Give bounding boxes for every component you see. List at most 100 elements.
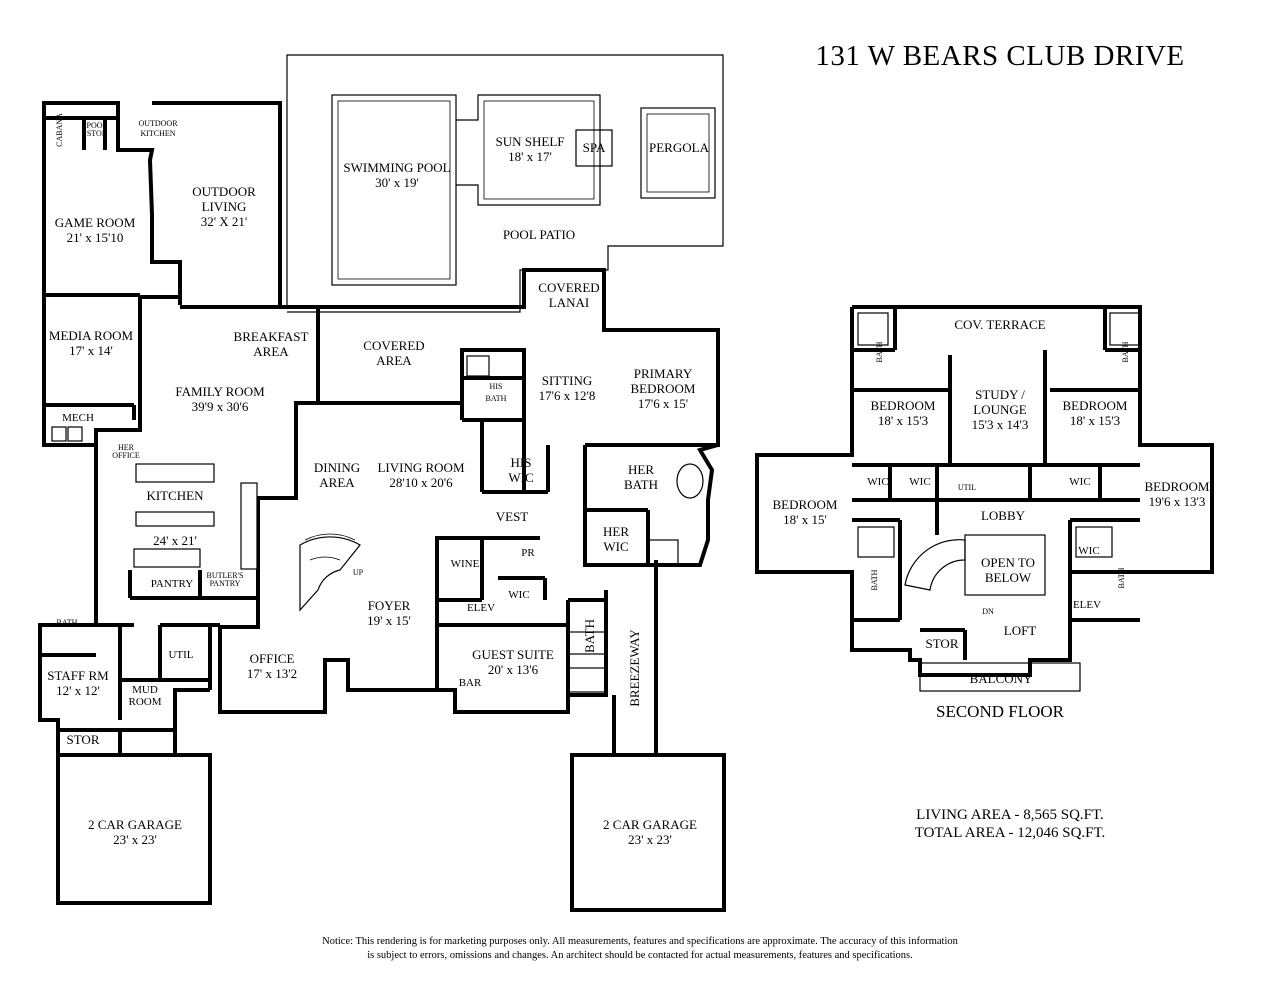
label-covered-area-1: COVERED <box>363 338 424 353</box>
label-guest-suite: GUEST SUITE <box>472 647 554 662</box>
label-covered-lanai-2: LANAI <box>549 295 589 310</box>
label-breakfast-1: BREAKFAST <box>234 329 309 344</box>
label-staff-bath: BATH <box>57 618 78 627</box>
label-game-room-size: 21' x 15'10 <box>67 230 124 245</box>
label-bar: BAR <box>459 677 482 689</box>
label-outdoor-kitchen-1: OUTDOOR <box>138 119 178 128</box>
balcony <box>919 662 1081 692</box>
label-bath-lower-right: BATH <box>1117 567 1126 588</box>
label-mech: MECH <box>62 412 94 424</box>
label-elev: ELEV <box>467 602 495 614</box>
label-pool-stor-1: POOL <box>87 121 108 130</box>
label-open-to-below-1: OPEN TO <box>981 555 1035 570</box>
label-garage-left: 2 CAR GARAGE <box>88 817 182 832</box>
pool-patio-outline <box>286 54 724 313</box>
label-dining-area-2: AREA <box>319 475 355 490</box>
label-sun-shelf-size: 18' x 17' <box>508 149 552 164</box>
label-office: OFFICE <box>250 651 295 666</box>
label-breakfast-2: AREA <box>253 344 289 359</box>
label-foyer: FOYER <box>368 598 411 613</box>
label-bath-right: BATH <box>1121 341 1130 362</box>
sun-shelf <box>456 94 601 206</box>
label-bedroom-1-size: 18' x 15'3 <box>878 413 928 428</box>
label-family-room-size: 39'9 x 30'6 <box>192 399 249 414</box>
label-game-room: GAME ROOM <box>55 215 136 230</box>
label-bedroom-4: BEDROOM <box>1144 479 1209 494</box>
label-util-2f: UTIL <box>958 483 976 492</box>
label-outdoor-kitchen-2: KITCHEN <box>140 129 175 138</box>
label-outdoor-living-1: OUTDOOR <box>192 184 256 199</box>
spiral-staircase <box>299 536 361 612</box>
label-loft: LOFT <box>1004 623 1037 638</box>
label-breezeway: BREEZEWAY <box>627 629 642 707</box>
disclaimer-notice: Notice: This rendering is for marketing … <box>200 935 1080 963</box>
breezeway-wall <box>435 536 608 714</box>
second-floor-caption: SECOND FLOOR <box>936 702 1064 721</box>
label-his-bath-2: BATH <box>486 394 507 403</box>
open-to-below <box>964 534 1046 596</box>
label-bedroom-2-size: 18' x 15'3 <box>1070 413 1120 428</box>
label-primary-bedroom-size: 17'6 x 15' <box>638 396 688 411</box>
label-his-wic-2: WIC <box>508 470 533 485</box>
label-kitchen-size: 24' x 21' <box>153 533 197 548</box>
label-her-wic-1: HER <box>603 524 629 539</box>
label-study-2: LOUNGE <box>973 402 1026 417</box>
label-wic-d: WIC <box>1078 545 1099 557</box>
label-family-room: FAMILY ROOM <box>175 384 265 399</box>
spa <box>575 129 613 167</box>
label-butlers-pantry-2: PANTRY <box>210 579 241 588</box>
label-pr: PR <box>521 547 535 559</box>
covered-area-wall <box>318 268 720 447</box>
label-office-size: 17' x 13'2 <box>247 666 297 681</box>
label-bedroom-3-size: 18' x 15' <box>783 512 827 527</box>
second-floor-spiral-stair <box>904 539 966 591</box>
label-outdoor-living-2: LIVING <box>202 199 247 214</box>
label-living-room: LIVING ROOM <box>377 460 464 475</box>
label-swimming-pool-size: 30' x 19' <box>375 175 419 190</box>
label-stair-up: UP <box>353 568 364 577</box>
label-mud-room-2: ROOM <box>128 696 161 708</box>
label-balcony: BALCONY <box>970 671 1033 686</box>
label-bedroom-3: BEDROOM <box>772 497 837 512</box>
label-pool-stor-2: STOR <box>87 129 108 138</box>
label-foyer-size: 19' x 15' <box>367 613 411 628</box>
area-summary: LIVING AREA - 8,565 SQ.FT. TOTAL AREA - … <box>880 806 1140 842</box>
label-stor-2f: STOR <box>926 636 959 651</box>
label-bedroom-4-size: 19'6 x 13'3 <box>1149 494 1206 509</box>
left-garage <box>56 753 212 905</box>
label-outdoor-living-size: 32' X 21' <box>201 214 248 229</box>
first-floor-exterior-wall-west <box>42 101 182 447</box>
label-covered-lanai-1: COVERED <box>538 280 599 295</box>
label-pantry: PANTRY <box>151 578 193 590</box>
label-guest-suite-size: 20' x 13'6 <box>488 662 539 677</box>
label-dn: DN <box>982 607 994 616</box>
label-bedroom-1: BEDROOM <box>870 398 935 413</box>
swimming-pool <box>331 94 457 286</box>
label-wine: WINE <box>451 558 480 570</box>
label-garage-right-size: 23' x 23' <box>628 832 672 847</box>
label-sun-shelf: SUN SHELF <box>496 134 565 149</box>
label-garage-right: 2 CAR GARAGE <box>603 817 697 832</box>
label-sitting: SITTING <box>542 373 593 388</box>
label-pool-patio: POOL PATIO <box>503 227 575 242</box>
label-study-size: 15'3 x 14'3 <box>972 417 1029 432</box>
label-primary-bedroom-2: BEDROOM <box>630 381 695 396</box>
label-her-office-2: OFFICE <box>112 451 140 460</box>
label-bath-lower-left: BATH <box>870 569 879 590</box>
plan-title: 131 W BEARS CLUB DRIVE <box>815 40 1185 72</box>
label-covered-area-2: AREA <box>376 353 412 368</box>
label-mud-room-1: MUD <box>132 684 158 696</box>
label-swimming-pool: SWIMMING POOL <box>343 160 450 175</box>
label-kitchen: KITCHEN <box>146 488 204 503</box>
label-util: UTIL <box>168 649 193 661</box>
label-media-room-size: 17' x 14' <box>69 343 113 358</box>
label-wic-b: WIC <box>909 476 930 488</box>
label-stor: STOR <box>67 732 100 747</box>
label-vest: VEST <box>496 509 529 524</box>
foyer-wall <box>218 598 437 714</box>
label-garage-left-size: 23' x 23' <box>113 832 157 847</box>
label-primary-bedroom-1: PRIMARY <box>634 366 693 381</box>
label-sitting-size: 17'6 x 12'8 <box>539 388 596 403</box>
label-wic: WIC <box>508 589 529 601</box>
